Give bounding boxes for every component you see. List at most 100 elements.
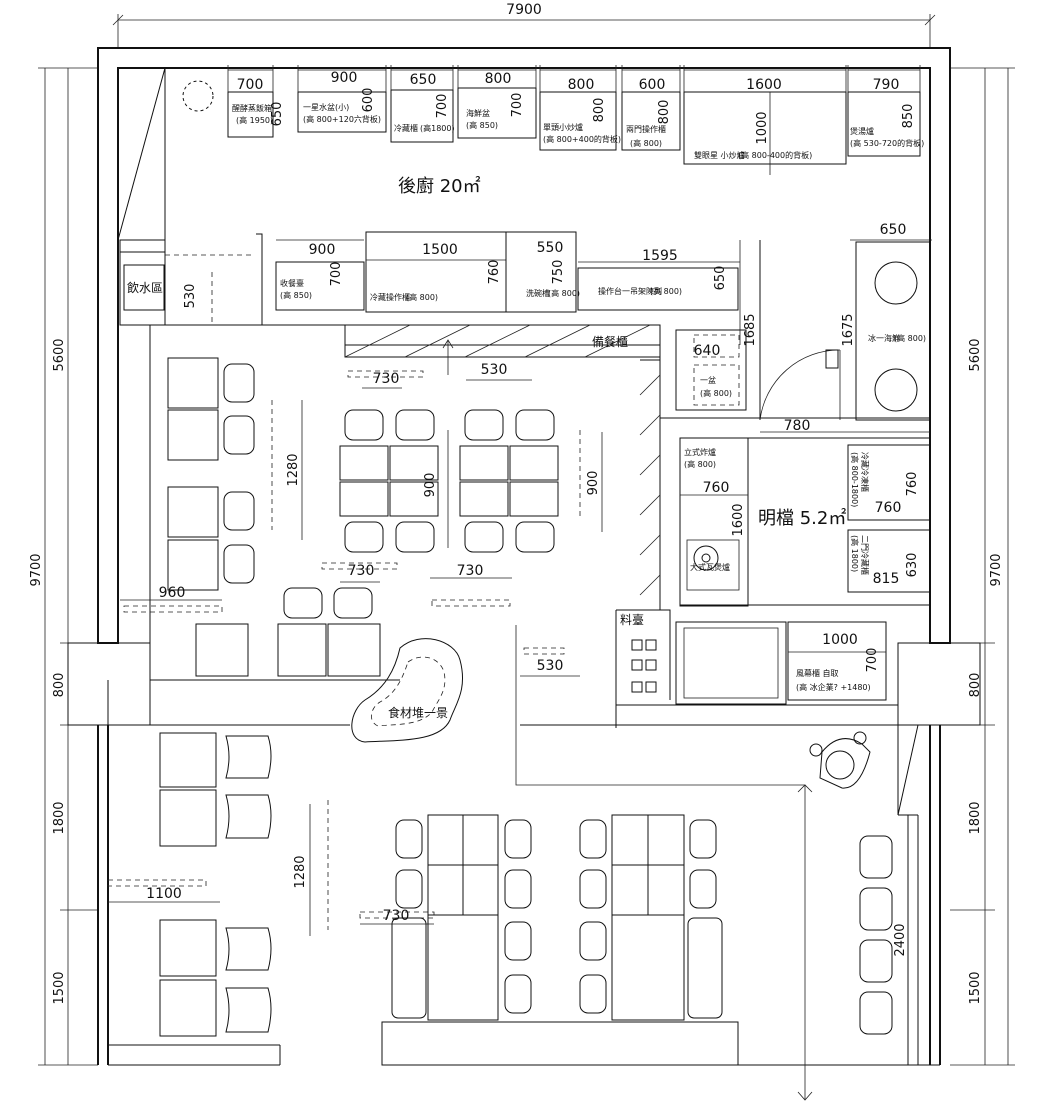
dim-760a: 760: [703, 480, 730, 496]
dim-960: 960: [159, 585, 186, 601]
dim-760c: 760: [875, 500, 902, 516]
pass-prep: [577, 267, 739, 311]
dim-1280-b: 1280: [293, 855, 308, 888]
equip-1-sub: (高 800+120六背板): [303, 114, 381, 124]
cabinet-label: 冷藏冷凍櫃: [860, 452, 870, 492]
equip-7-width: 790: [873, 77, 900, 93]
cashier-sub: (高 冰企業? +1480): [796, 682, 871, 692]
dim-730-c: 730: [457, 563, 484, 579]
pass-dishwash: [505, 231, 577, 313]
equip-5-label: 兩門操作櫃: [626, 124, 666, 134]
row2-1-label: 冷藏操作櫃: [370, 292, 410, 302]
dim-1685: 1685: [743, 313, 758, 346]
equip-7-label: 煲湯爐: [850, 126, 874, 136]
overall-width-label: 7900: [506, 2, 542, 18]
right-col-sub: (高 800): [894, 333, 926, 343]
equip-0-label: 醒酵蒸飯箱: [232, 103, 272, 113]
equip-6-sub: (高 800-400的背板): [738, 150, 812, 160]
equip-0-sub: (高 1950): [236, 115, 273, 125]
dim-530-b: 530: [481, 362, 508, 378]
room-seasoning: 料臺: [620, 612, 644, 627]
sink-small-sub: (高 800): [700, 388, 732, 398]
soup-pot-label: 大式瓦煲爐: [690, 562, 730, 572]
dim-730-d: 730: [383, 908, 410, 924]
equip-5-sub: (高 800): [630, 138, 662, 148]
right-dim-800: 800: [968, 673, 983, 698]
counter-cabinet: [847, 444, 931, 521]
sink-small-label: 一盆: [700, 375, 716, 385]
equip-3-sub: (高 850): [466, 120, 498, 130]
equip-5-width: 600: [639, 77, 666, 93]
counter-drink: [847, 529, 931, 593]
row2-3-width: 1595: [642, 248, 678, 264]
left-dim-9700: 9700: [29, 553, 44, 586]
dim-815: 815: [873, 571, 900, 587]
person-icon: [809, 731, 871, 789]
equip-0-depth: 650: [270, 102, 285, 127]
dim-730-b: 730: [348, 563, 375, 579]
equip-seafood: [457, 87, 537, 139]
equip-soup: [847, 91, 921, 157]
equip-6-depth: 1000: [755, 111, 770, 144]
equip-4-label: 單頭小炒爐: [543, 122, 583, 132]
equip-3-width: 800: [485, 71, 512, 87]
equip-6-width: 1600: [746, 77, 782, 93]
equip-steamer: [227, 91, 274, 138]
water-area: [123, 264, 165, 311]
equip-2-depth: 700: [435, 94, 450, 119]
right-col-depth: 1675: [841, 313, 856, 346]
row2-3-sub: (高 800): [650, 286, 682, 296]
counter-display: [675, 621, 787, 705]
equip-fridge: [390, 89, 454, 143]
upper-left-booths: [167, 357, 255, 591]
drink-label: 二門冷藏櫃: [860, 535, 870, 575]
right-dimensions: 5600 800 1800 1500 9700: [950, 67, 1015, 1066]
equip-1-width: 900: [331, 70, 358, 86]
equip-3-depth: 700: [510, 93, 525, 118]
equip-double-wok: [683, 91, 847, 165]
room-storage: 備餐櫃: [592, 334, 628, 349]
room-water-area: 飲水區: [127, 280, 163, 295]
right-col-label: 冰一海鮮: [868, 333, 900, 343]
equip-2-sub: (高1800): [420, 123, 455, 133]
dim-900-a: 900: [423, 473, 438, 498]
top-dimension: 7900: [112, 2, 936, 48]
counter-cashier: [787, 621, 887, 701]
dim-1600: 1600: [731, 503, 746, 536]
row2-2-width: 550: [537, 240, 564, 256]
food-display-island: 食材堆一景: [351, 638, 464, 743]
second-equipment-row: 飲水區 530 900 700 收餐臺 (高 850) 1500 760 冷藏操…: [119, 231, 741, 375]
upper-middle-tables: [195, 409, 559, 677]
equip-4-width: 800: [568, 77, 595, 93]
left-dim-5600: 5600: [52, 338, 67, 371]
dim-2400: 2400: [893, 923, 908, 956]
pass-collect: [275, 261, 365, 311]
right-dim-5600: 5600: [968, 338, 983, 371]
seafood-fridge: [855, 241, 931, 421]
dim-1280-a: 1280: [286, 453, 301, 486]
left-dim-800: 800: [52, 673, 67, 698]
dim-760b: 760: [905, 472, 920, 497]
dim-730-a: 730: [373, 371, 400, 387]
upper-dining-area: 730 530 1280 900 900 730 730 960 530: [107, 324, 813, 1101]
row2-2-sub: (高 800): [548, 288, 580, 298]
equip-7-depth: 850: [901, 104, 916, 129]
equip-2-label: 冷藏櫃: [394, 123, 418, 133]
room-back-kitchen: 後廚 20㎡: [398, 175, 481, 197]
equip-3-label: 海鮮盆: [466, 108, 490, 118]
equip-4-depth: 800: [592, 98, 607, 123]
equip-6-label: 雙眼星 小炒爐: [694, 150, 745, 160]
front-counter: 780 立式炸爐 (高 800) 760 大式瓦煲爐 1600 明檔 5.2㎡ …: [615, 359, 931, 728]
dim-780: 780: [784, 418, 811, 434]
equip-7-sub: (高 530-720的背板): [850, 138, 924, 148]
dim-900-b: 900: [586, 471, 601, 496]
row2-3-depth: 650: [713, 266, 728, 291]
right-dim-1800: 1800: [968, 801, 983, 834]
equip-4-sub: (高 800+400的背板): [543, 134, 621, 144]
equip-5-depth: 800: [657, 100, 672, 125]
room-front-counter: 明檔 5.2㎡: [758, 507, 846, 529]
row2-2-depth: 750: [551, 260, 566, 285]
kitchen-right-column: 650 1675 冰一海鮮 (高 800) 1685 640 一盆 (高 800…: [659, 222, 932, 421]
cashier-label: 風幕櫃 自取: [796, 668, 839, 678]
